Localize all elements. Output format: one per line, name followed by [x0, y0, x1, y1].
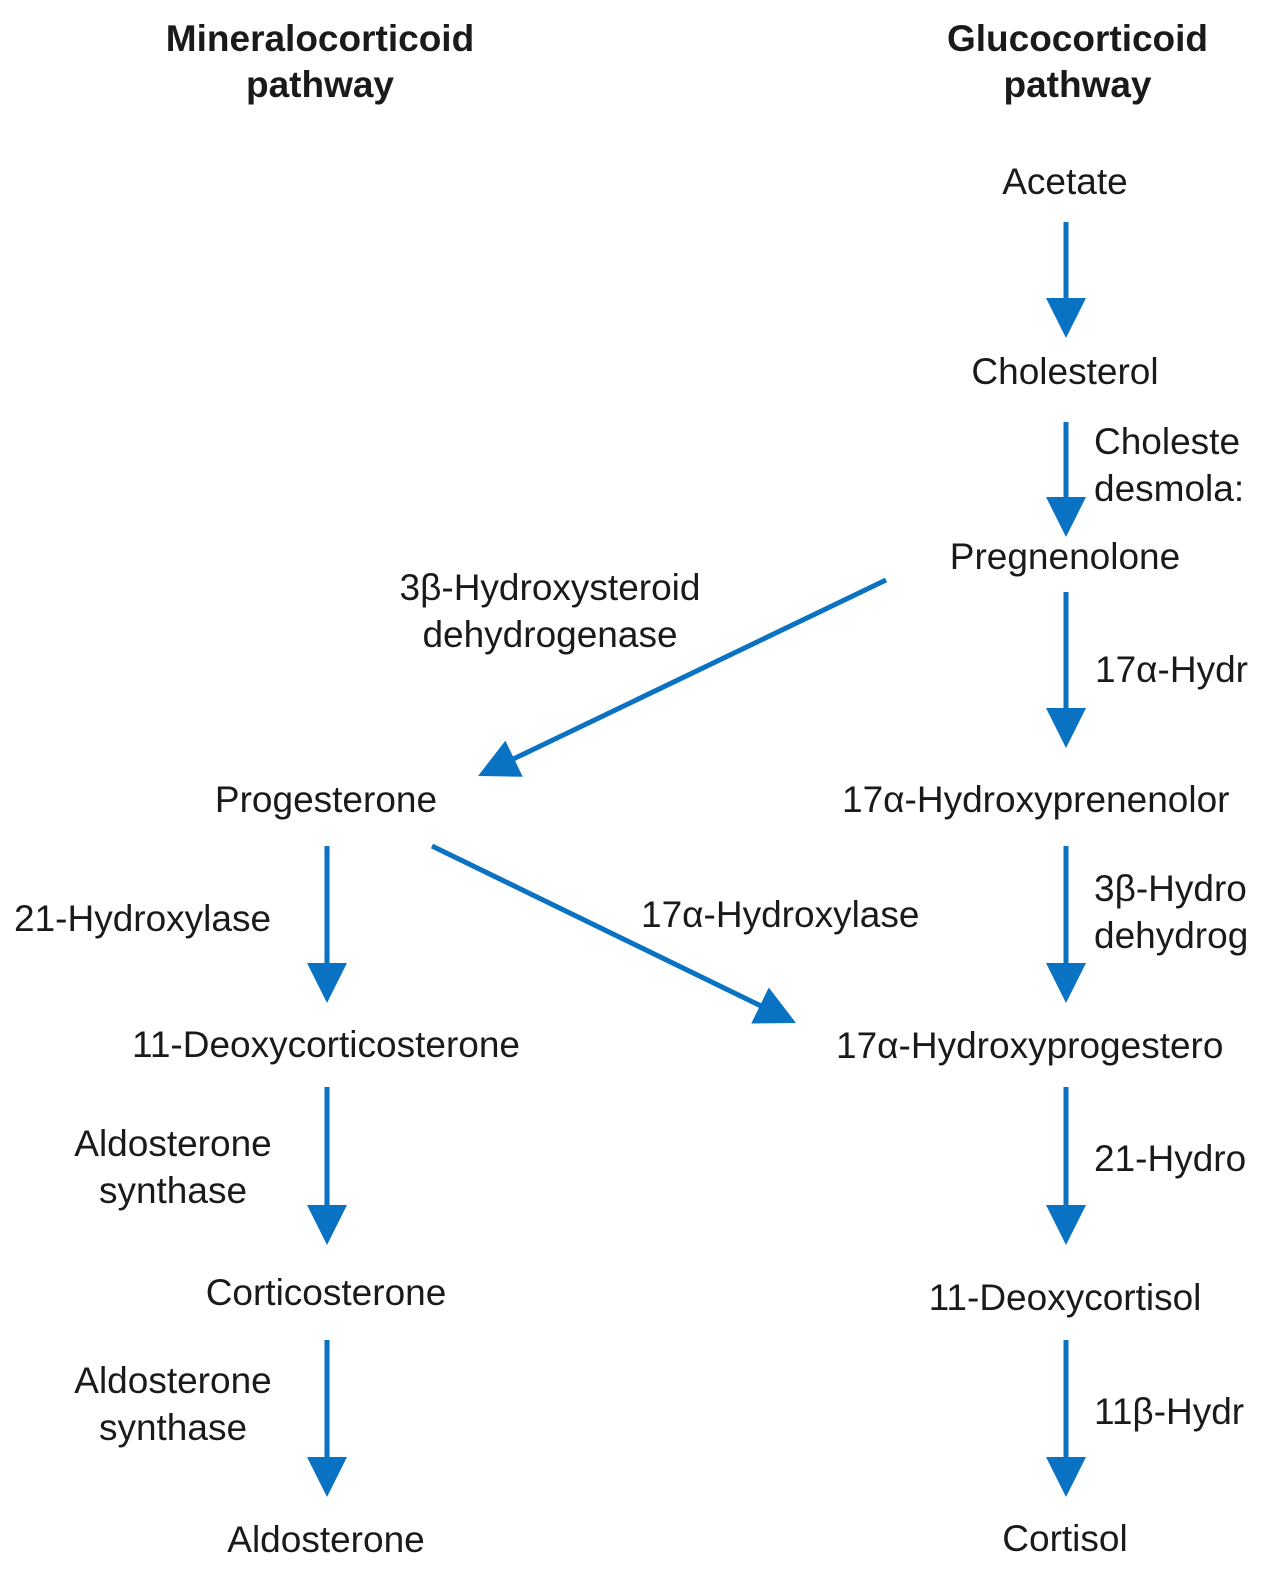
arrow-pregnenolone-to-progesterone-head — [478, 740, 523, 777]
arrow-pregnenolone-to-17a-hydroxypregnenolone-head — [1046, 708, 1086, 748]
arrow-11-deoxycortisol-to-cortisol — [1046, 1340, 1086, 1497]
compound-17a-hydroxypregnenolone: 17α-Hydroxyprenenolor — [842, 779, 1230, 820]
arrow-17a-hydroxyprogesterone-to-11-deoxycortisol — [1046, 1087, 1086, 1245]
enzyme-21-hydroxylase-left: 21-Hydroxylase — [14, 898, 272, 939]
enzyme-cholesterol-desmolase: Choleste desmola: — [1094, 421, 1245, 509]
arrow-acetate-to-cholesterol-head — [1046, 298, 1086, 338]
mineralocorticoid-header: Mineralocorticoid pathway — [165, 18, 475, 105]
compound-progesterone: Progesterone — [214, 779, 438, 820]
arrow-pregnenolone-to-17a-hydroxypregnenolone — [1046, 592, 1086, 748]
arrow-progesterone-to-17a-hydroxyprogesterone — [430, 843, 796, 1024]
arrow-cholesterol-to-pregnenolone-head — [1046, 497, 1086, 537]
enzyme-17a-hydroxylase-right: 17α-Hydr — [1095, 649, 1248, 690]
arrow-progesterone-to-17a-hydroxyprogesterone-shaft — [430, 843, 763, 1009]
compound-corticosterone: Corticosterone — [205, 1272, 447, 1313]
arrow-11-deoxycorticosterone-to-corticosterone-head — [307, 1205, 347, 1245]
glucocorticoid-header: Glucocorticoid pathway — [946, 18, 1209, 105]
enzyme-21-hydroxylase-right: 21-Hydro — [1094, 1138, 1247, 1179]
arrow-17a-hydroxypregnenolone-to-17a-hydroxyprogesterone — [1046, 846, 1086, 1003]
enzyme-11b-hydroxylase-right: 11β-Hydr — [1094, 1391, 1245, 1432]
arrow-11-deoxycorticosterone-to-corticosterone — [307, 1087, 347, 1245]
compound-pregnenolone: Pregnenolone — [949, 536, 1181, 577]
arrow-11-deoxycortisol-to-cortisol-head — [1046, 1457, 1086, 1497]
arrow-17a-hydroxyprogesterone-to-11-deoxycortisol-head — [1046, 1205, 1086, 1245]
compound-11-deoxycortisol: 11-Deoxycortisol — [928, 1277, 1202, 1318]
arrow-acetate-to-cholesterol — [1046, 222, 1086, 338]
compound-acetate: Acetate — [1002, 161, 1128, 202]
enzyme-aldosterone-synthase-2: Aldosterone synthase — [74, 1360, 272, 1448]
enzyme-aldosterone-synthase-1: Aldosterone synthase — [74, 1123, 272, 1211]
enzyme-3b-hsd-right: 3β-Hydro dehydrog — [1094, 868, 1249, 956]
arrow-progesterone-to-17a-hydroxyprogesterone-head — [751, 987, 796, 1024]
arrow-corticosterone-to-aldosterone-head — [307, 1457, 347, 1497]
compound-cholesterol: Cholesterol — [971, 351, 1159, 392]
compound-cortisol: Cortisol — [1002, 1518, 1128, 1559]
arrow-17a-hydroxypregnenolone-to-17a-hydroxyprogesterone-head — [1046, 963, 1086, 1003]
arrow-progesterone-to-11-deoxycorticosterone — [307, 846, 347, 1003]
arrow-pregnenolone-to-progesterone-shaft — [511, 577, 888, 762]
compound-aldosterone: Aldosterone — [227, 1519, 425, 1560]
enzyme-17a-hydroxylase-middle: 17α-Hydroxylase — [641, 894, 920, 935]
arrow-cholesterol-to-pregnenolone — [1046, 422, 1086, 537]
arrow-progesterone-to-11-deoxycorticosterone-head — [307, 963, 347, 1003]
arrow-corticosterone-to-aldosterone — [307, 1340, 347, 1497]
compound-17a-hydroxyprogesterone: 17α-Hydroxyprogestero — [836, 1025, 1224, 1066]
compound-11-deoxycorticosterone: 11-Deoxycorticosterone — [132, 1024, 520, 1065]
enzyme-3b-hsd-left: 3β-Hydroxysteroid dehydrogenase — [399, 567, 701, 655]
arrow-pregnenolone-to-progesterone — [478, 577, 888, 777]
